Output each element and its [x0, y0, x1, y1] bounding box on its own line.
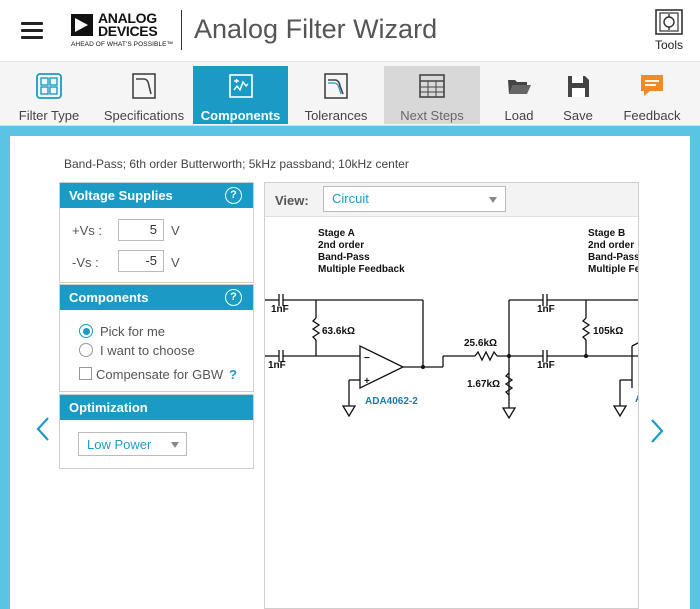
vs-positive-input[interactable]: 5 — [118, 219, 164, 241]
compensate-gbw-help-icon[interactable]: ? — [229, 367, 237, 382]
load-button[interactable]: Load — [494, 66, 544, 124]
i-want-to-choose-radio[interactable] — [79, 343, 93, 357]
stage-a-type: Band-Pass — [318, 252, 370, 263]
interstage-circuit — [442, 299, 543, 420]
tab-filter-type[interactable]: Filter Type — [8, 66, 90, 124]
specifications-icon — [132, 73, 156, 99]
opamp-a-label: ADA4062-2 — [365, 396, 418, 407]
cap-c4-label: 1nF — [537, 360, 555, 371]
floppy-disk-icon — [568, 76, 589, 97]
hamburger-menu-icon[interactable] — [21, 22, 43, 40]
optimization-selected: Low Power — [87, 437, 152, 452]
voltage-supplies-header: Voltage Supplies ? — [60, 183, 253, 208]
vs-negative-unit: V — [171, 255, 180, 270]
resistor-feedback-a-label: 63.6kΩ — [322, 326, 355, 337]
filter-description: Band-Pass; 6th order Butterworth; 5kHz p… — [64, 157, 409, 171]
pick-for-me-label: Pick for me — [100, 324, 166, 339]
cap-c1-label: 1nF — [271, 304, 289, 315]
optimization-header: Optimization — [60, 395, 253, 420]
tab-components-label: Components — [200, 108, 281, 123]
stage-a-order: 2nd order — [318, 240, 364, 251]
resistor-feedback-b-label: 105kΩ — [593, 326, 623, 337]
compensate-gbw-checkbox[interactable] — [79, 367, 92, 380]
tools-button[interactable]: Tools — [648, 8, 690, 54]
cap-c2-label: 1nF — [268, 360, 286, 371]
optimization-title: Optimization — [69, 400, 148, 415]
circuit-view-panel: View: Circuit Stage A 2nd order Band-Pas… — [264, 182, 639, 609]
feedback-label: Feedback — [623, 108, 681, 123]
svg-text:−: − — [364, 353, 370, 364]
tab-tolerances[interactable]: Tolerances — [291, 66, 381, 124]
voltage-supplies-panel: Voltage Supplies ? +Vs : 5 V -Vs : -5 V — [59, 182, 254, 283]
view-select[interactable]: Circuit — [323, 186, 506, 212]
feedback-bubble-icon — [641, 75, 663, 96]
stage-b-order: 2nd order — [588, 240, 634, 251]
opamp-b-label: A — [635, 394, 639, 405]
vs-positive-label: +Vs : — [72, 223, 102, 238]
components-panel: Components ? Pick for me I want to choos… — [59, 284, 254, 392]
tab-components[interactable]: Components — [193, 66, 288, 124]
load-label: Load — [504, 108, 534, 123]
filter-type-icon — [36, 73, 62, 99]
tab-tolerances-label: Tolerances — [304, 108, 368, 123]
i-want-to-choose-label: I want to choose — [100, 343, 195, 358]
feedback-button[interactable]: Feedback — [614, 66, 690, 124]
stage-a-circuit: − + — [265, 294, 443, 418]
chevron-down-icon — [489, 197, 497, 203]
resistor-series-label: 25.6kΩ — [464, 338, 497, 349]
chevron-left-icon[interactable] — [36, 416, 50, 449]
main-toolbar: Filter Type Specifications Components To… — [0, 62, 700, 126]
chevron-down-icon — [171, 442, 179, 448]
vs-negative-input[interactable]: -5 — [118, 250, 164, 272]
logo-tagline: AHEAD OF WHAT'S POSSIBLE™ — [71, 41, 174, 48]
chevron-right-icon[interactable] — [650, 418, 664, 451]
circuit-schematic: Stage A 2nd order Band-Pass Multiple Fee… — [265, 228, 639, 420]
tab-filter-type-label: Filter Type — [18, 108, 80, 123]
compensate-gbw-label: Compensate for GBW — [96, 367, 224, 382]
logo-name: ANALOG DEVICES — [98, 10, 158, 39]
components-title: Components — [69, 290, 149, 305]
tools-label: Tools — [654, 38, 683, 52]
optimization-select[interactable]: Low Power — [78, 432, 187, 456]
components-help-icon[interactable]: ? — [225, 289, 242, 306]
vs-negative-label: -Vs : — [72, 255, 99, 270]
cap-c3-label: 1nF — [537, 304, 555, 315]
svg-text:+: + — [364, 376, 370, 387]
save-button[interactable]: Save — [554, 66, 602, 124]
tolerances-icon — [324, 73, 348, 99]
voltage-supplies-help-icon[interactable]: ? — [225, 187, 242, 204]
stage-a-title: Stage A — [318, 228, 355, 239]
voltage-supplies-title: Voltage Supplies — [69, 188, 173, 203]
app-title: Analog Filter Wizard — [194, 14, 438, 44]
pick-for-me-radio[interactable] — [79, 324, 93, 338]
view-label: View: — [275, 193, 309, 208]
resistor-shunt-label: 1.67kΩ — [467, 379, 500, 390]
tab-next-steps[interactable]: Next Steps — [384, 66, 480, 124]
view-toolbar: View: Circuit — [265, 183, 638, 217]
tab-next-steps-label: Next Steps — [400, 108, 464, 123]
stage-b-topology: Multiple Fe — [588, 264, 639, 275]
stage-b-type: Band-Pass — [588, 252, 639, 263]
app-header: ANALOG DEVICES AHEAD OF WHAT'S POSSIBLE™… — [0, 0, 700, 62]
view-selected: Circuit — [332, 191, 369, 206]
optimization-panel: Optimization Low Power — [59, 394, 254, 469]
folder-open-icon — [508, 80, 531, 94]
analog-devices-logo[interactable]: ANALOG DEVICES AHEAD OF WHAT'S POSSIBLE™ — [71, 10, 174, 52]
tools-icon — [655, 9, 683, 35]
save-label: Save — [563, 108, 593, 123]
stage-a-topology: Multiple Feedback — [318, 264, 405, 275]
vs-positive-unit: V — [171, 223, 180, 238]
stage-b-title: Stage B — [588, 228, 625, 239]
components-header: Components ? — [60, 285, 253, 310]
stage-b-circuit — [542, 294, 638, 418]
components-icon — [228, 74, 253, 98]
header-divider — [181, 10, 182, 50]
next-steps-icon — [419, 74, 445, 98]
tab-specifications-label: Specifications — [103, 108, 185, 123]
logo-triangle-icon — [71, 14, 93, 36]
tab-specifications[interactable]: Specifications — [98, 66, 190, 124]
